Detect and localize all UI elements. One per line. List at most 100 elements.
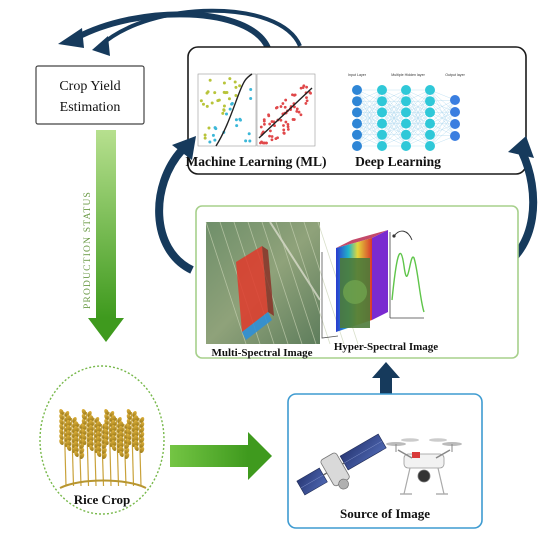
scatter-dot [227, 97, 231, 101]
nn-node [425, 129, 435, 140]
scatter-dot [279, 105, 283, 108]
multispectral-image [205, 221, 359, 345]
scatter-dot [264, 141, 268, 145]
scatter-dot [206, 90, 210, 94]
scatter-dot [222, 104, 226, 108]
nn-node [377, 107, 387, 118]
scatter-dot [282, 131, 286, 135]
scatter-dot [282, 128, 286, 132]
scatter-dot [208, 78, 212, 82]
nn-node [425, 85, 435, 95]
scatter-dot [286, 122, 290, 126]
scatter-dot [203, 136, 207, 140]
scatter-dot [305, 85, 309, 89]
rice-label: Rice Crop [74, 492, 130, 507]
ml-label: Machine Learning (ML) [186, 154, 327, 169]
node-source-of-image: Source of Image [287, 393, 483, 529]
rice-illustration [59, 408, 147, 489]
scatter-dot [295, 107, 299, 111]
scatter-dot [199, 99, 203, 103]
scatter-dot [270, 138, 274, 142]
edge-ml-to-crop-yield [58, 8, 302, 56]
scatter-dot [291, 118, 295, 121]
scatter-dot [293, 93, 297, 97]
nn-node [450, 107, 460, 117]
scatter-dot [283, 105, 287, 109]
scatter-dot [269, 129, 272, 133]
scatter-dot [262, 119, 266, 123]
scatter-dot [279, 118, 283, 122]
edge-production-status: PRODUCTION STATUS [83, 130, 124, 342]
edge-source-to-images [372, 362, 400, 394]
nn-node [401, 118, 411, 129]
multispectral-label: Multi-Spectral Image [211, 347, 312, 359]
scatter-dot [248, 139, 252, 143]
nn-node [450, 95, 460, 105]
scatter-dot [274, 137, 278, 140]
scatter-dot [211, 133, 215, 137]
drone-icon [386, 438, 462, 495]
scatter-dot [304, 102, 308, 105]
nn-node [401, 96, 411, 107]
dl-layer-output-label: Output layer [445, 73, 465, 77]
arrowhead-right [92, 36, 110, 56]
nn-node [450, 131, 460, 141]
arrowhead-down [88, 318, 124, 342]
scatter-dot [281, 102, 285, 105]
production-status-label: PRODUCTION STATUS [83, 191, 93, 309]
scatter-dot [228, 77, 232, 81]
scatter-dot [297, 110, 301, 114]
node-rice-crop: Rice Crop [39, 365, 165, 515]
scatter-dot [268, 122, 272, 126]
scatter-dot [222, 108, 226, 112]
scatter-dot [223, 91, 227, 95]
scatter-dot [210, 101, 214, 105]
scatter-dot [305, 99, 309, 103]
nn-node [425, 141, 435, 151]
scatter-dot [270, 135, 274, 138]
scatter-dot [230, 102, 234, 106]
dl-layer-hidden-label: Multiple Hidden layer [391, 73, 425, 77]
nn-node [450, 119, 460, 129]
ml-scatter-plots [197, 73, 316, 147]
scatter-dot [216, 99, 220, 103]
scatter-dot [249, 96, 253, 100]
scatter-dot [234, 118, 238, 122]
scatter-dot [261, 141, 265, 145]
nn-node [352, 85, 362, 95]
nn-node [401, 85, 411, 95]
node-image-box: Multi-Spectral Image Hyper-Spectral Imag… [195, 205, 519, 359]
scatter-dot [247, 132, 251, 136]
crop-yield-line2: Estimation [60, 100, 121, 115]
node-ml-dl-box: Machine Learning (ML) Input Layer Multip… [186, 46, 527, 175]
nn-node [377, 96, 387, 107]
arrowhead-left [58, 28, 84, 48]
nn-node [425, 96, 435, 107]
scatter-dot [235, 124, 239, 128]
dl-layer-input-label: Input Layer [348, 73, 367, 77]
crop-yield-line1: Crop Yield [59, 79, 120, 94]
node-crop-yield: Crop Yield Estimation [35, 65, 145, 125]
source-label: Source of Image [340, 506, 430, 521]
scatter-dot [208, 140, 212, 144]
scatter-dot [286, 128, 290, 131]
scatter-dot [234, 94, 238, 98]
hyperspectral-label: Hyper-Spectral Image [334, 341, 438, 353]
dl-network: Input Layer Multiple Hidden layer Output… [348, 73, 466, 151]
scatter-dot [234, 85, 238, 89]
scatter-dot [301, 86, 305, 89]
scatter-dot [238, 117, 242, 121]
nn-node [352, 141, 362, 151]
scatter-dot [259, 125, 263, 129]
hyperspectral-image [321, 230, 425, 339]
scatter-dot [275, 106, 279, 109]
scatter-dot [268, 134, 271, 138]
nn-node [401, 129, 411, 140]
scatter-dot [308, 91, 312, 94]
scatter-dot [213, 91, 217, 95]
nn-node [401, 107, 411, 118]
nn-node [425, 118, 435, 129]
scatter-dot [267, 113, 270, 117]
nn-node [377, 141, 387, 151]
